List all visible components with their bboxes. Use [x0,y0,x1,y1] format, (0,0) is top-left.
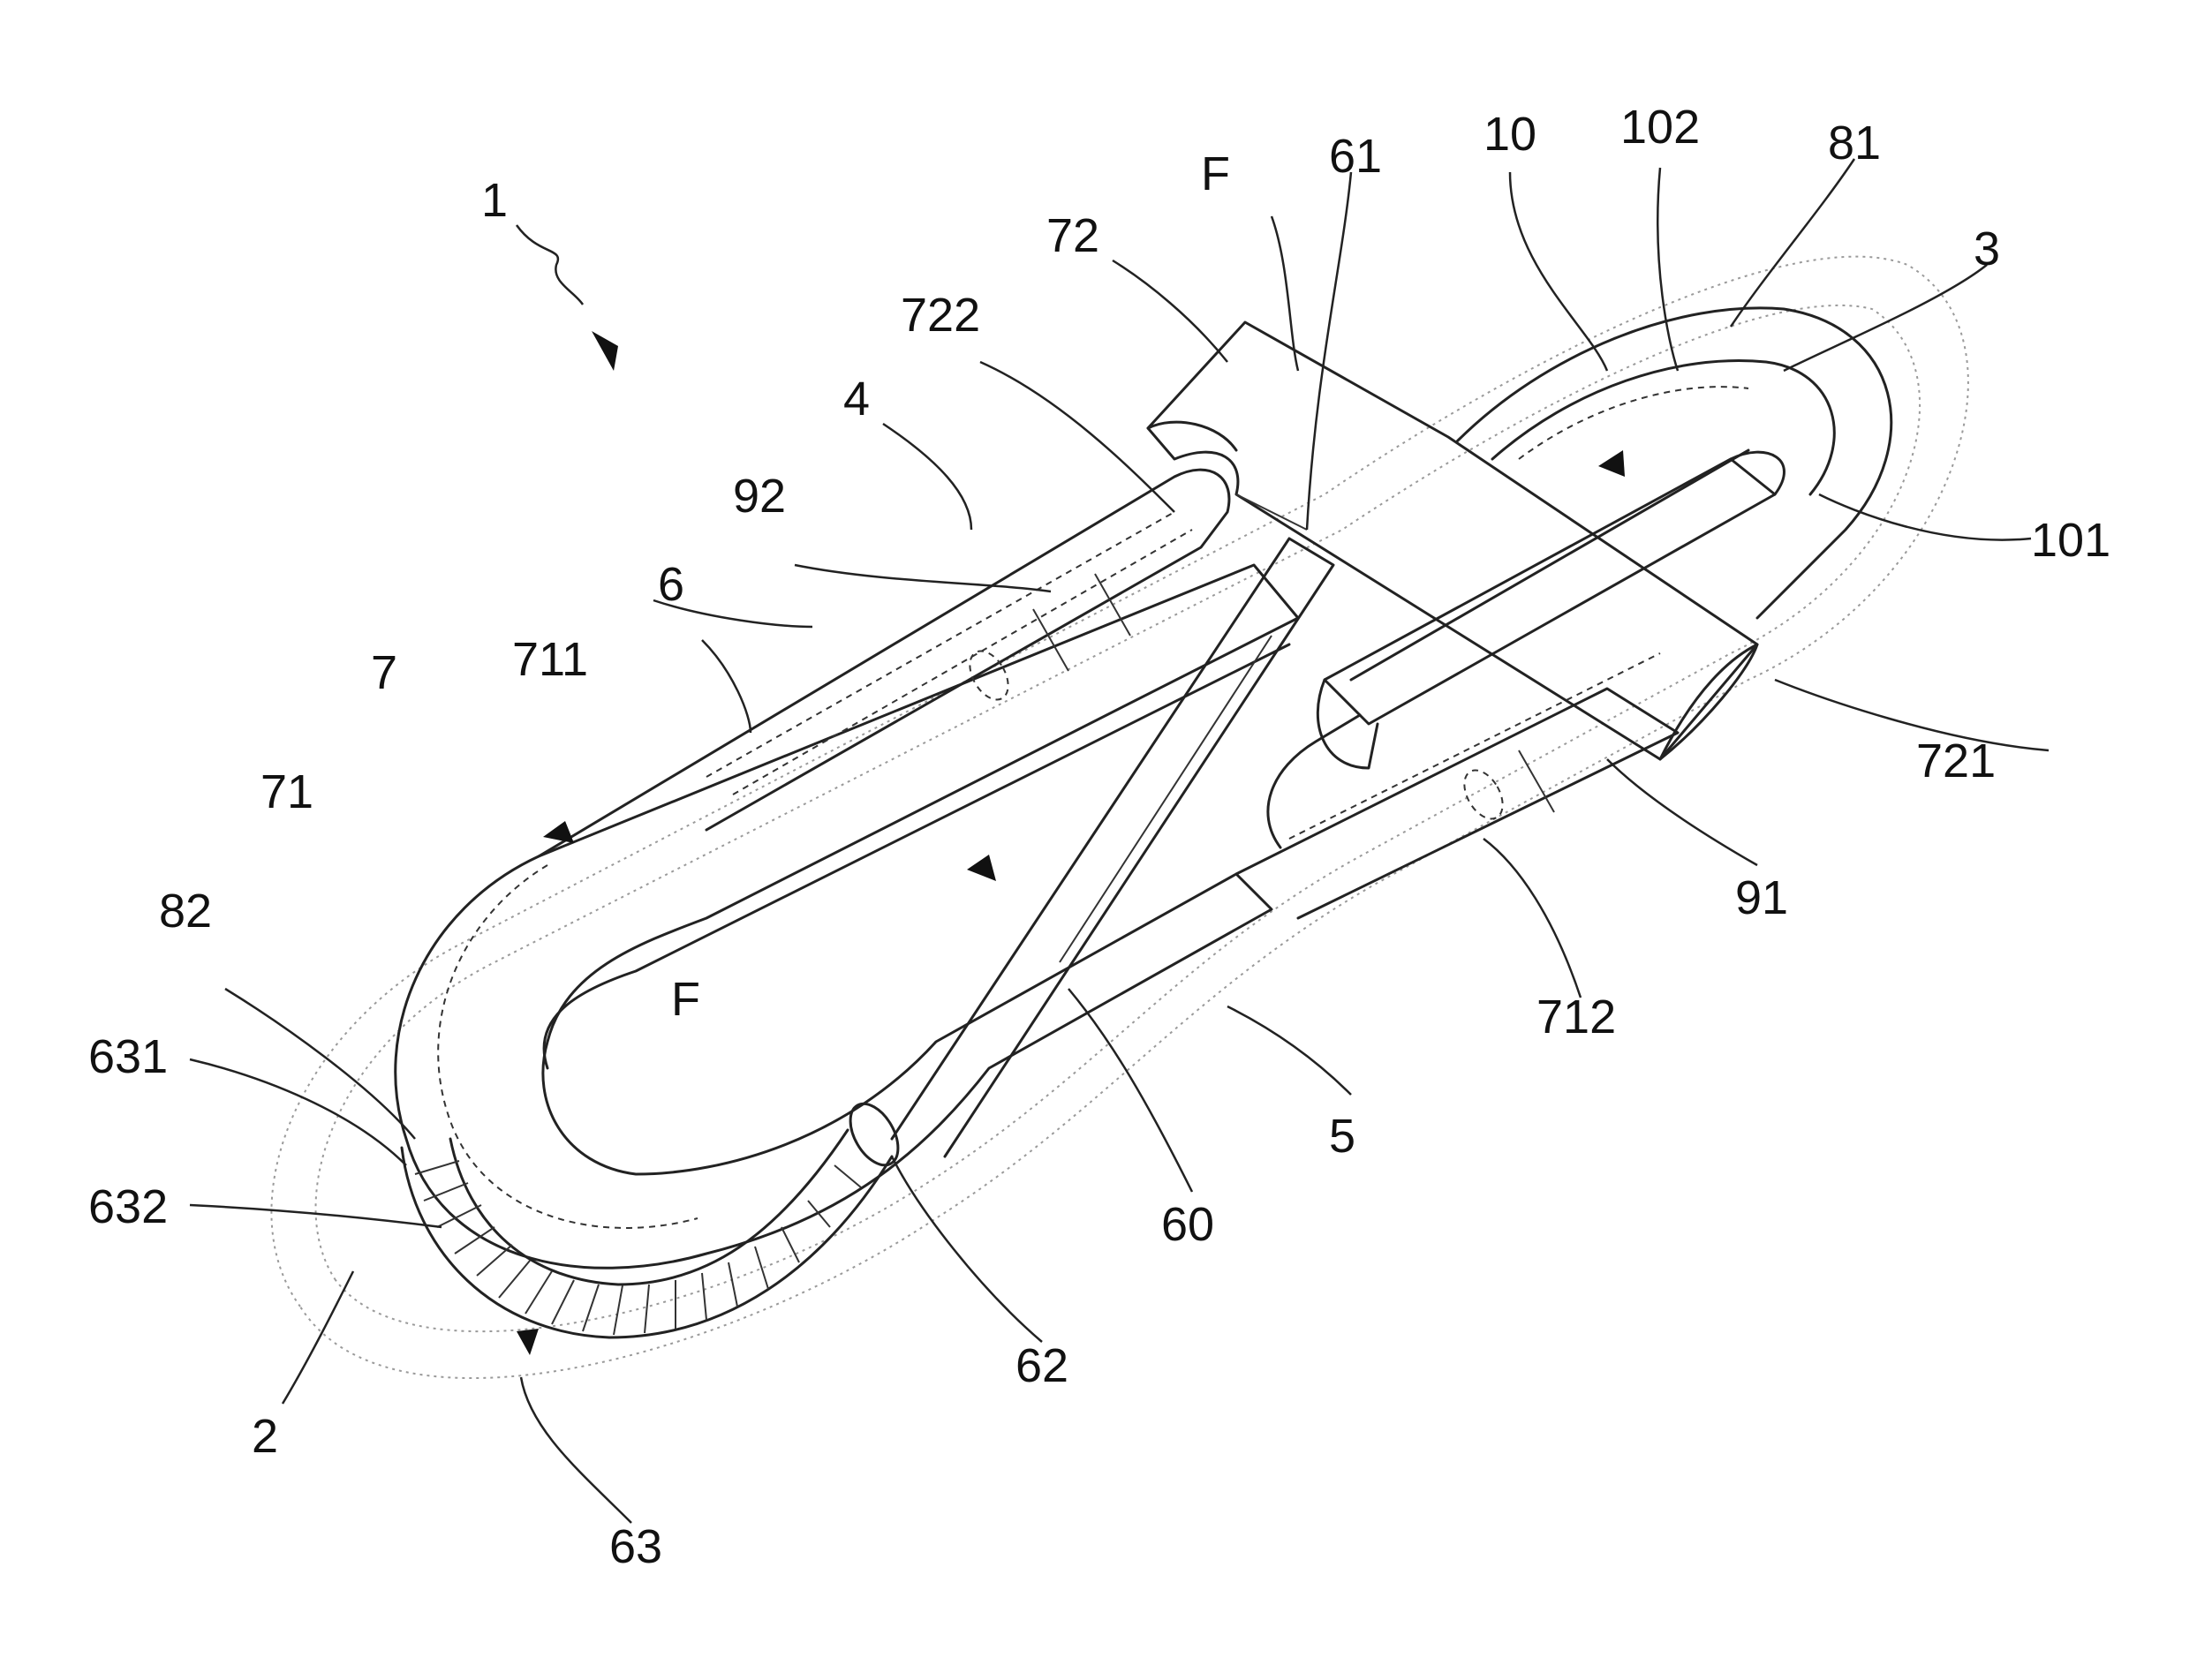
label-2: 2 [252,1410,278,1463]
corrugated-pipe [402,1096,908,1337]
label-712: 712 [1536,991,1616,1043]
label-721: 721 [1916,735,1996,787]
label-6: 6 [658,558,684,611]
label-63: 63 [609,1520,662,1573]
label-632: 632 [88,1180,168,1233]
label-1: 1 [481,174,508,227]
label-3: 3 [1974,222,2000,275]
label-81: 81 [1828,117,1881,170]
label-82: 82 [159,885,212,938]
label-711: 711 [512,633,588,686]
label-f-top: F [1201,147,1230,200]
label-91: 91 [1735,871,1788,924]
label-7: 7 [371,646,397,699]
central-tube [892,539,1333,1156]
label-631: 631 [88,1030,168,1083]
label-102: 102 [1620,101,1700,154]
label-101: 101 [2031,514,2110,567]
inner-block [1317,450,1784,768]
label-71: 71 [260,765,313,818]
label-5: 5 [1329,1110,1355,1163]
label-92: 92 [733,470,786,523]
label-4: 4 [843,373,870,426]
label-f-bottom: F [671,973,700,1026]
label-72: 72 [1046,209,1099,262]
reference-labels: 1 F 61 10 102 81 72 3 722 4 92 101 6 711… [88,101,2110,1573]
outer-contour [271,257,1967,1378]
label-10: 10 [1483,108,1536,161]
label-60: 60 [1161,1198,1214,1251]
arrowheads [517,331,1625,1355]
lower-arm [1236,653,1678,918]
upper-arm [539,470,1229,856]
label-722: 722 [901,289,980,342]
label-61: 61 [1329,130,1382,183]
cross-member [1148,322,1757,759]
label-62: 62 [1015,1339,1068,1392]
